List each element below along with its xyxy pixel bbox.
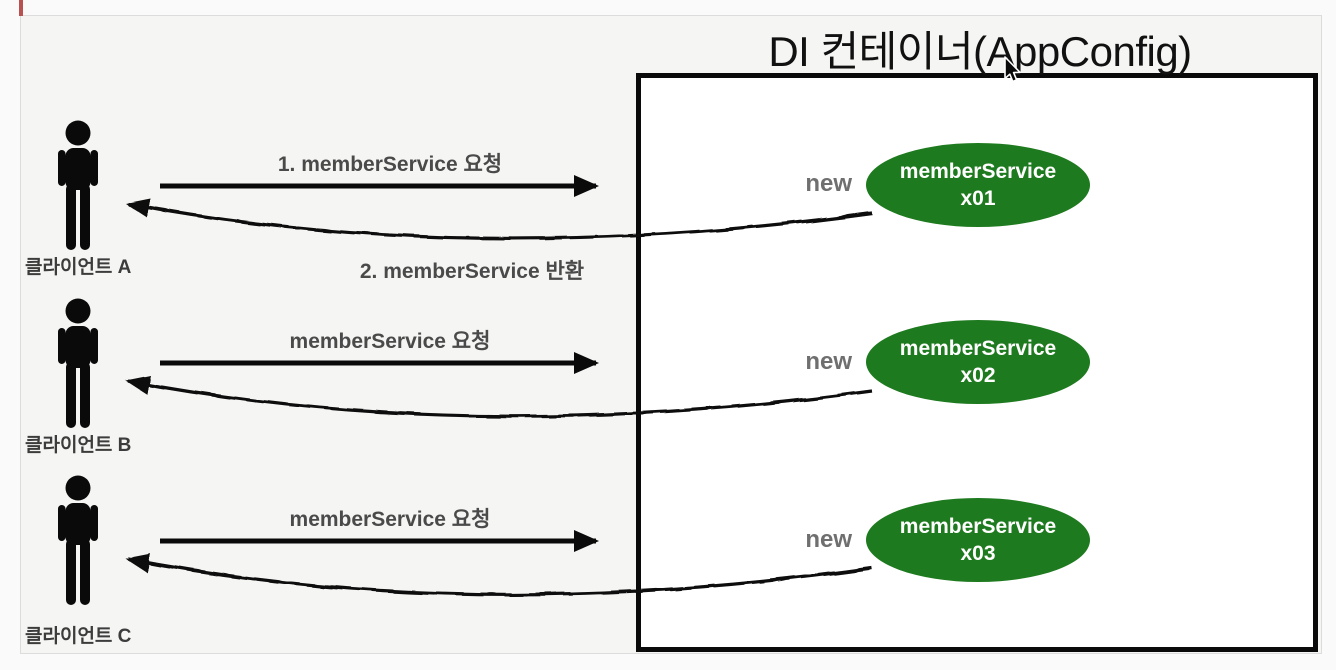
instance-id: x02 [960, 364, 996, 387]
request-label-c: memberService 요청 [289, 508, 491, 531]
member-service-instance-x03: memberService x03 [866, 498, 1090, 582]
instance-name: memberService [899, 515, 1057, 538]
return-arrow-b [125, 375, 873, 418]
client-person-icon-a [58, 120, 98, 250]
client-label-a: 클라이언트 A [25, 257, 132, 278]
request-label-b: memberService 요청 [289, 330, 491, 353]
return-arrow-c [125, 553, 873, 597]
new-keyword-a: new [805, 170, 852, 197]
new-keyword-b: new [805, 348, 852, 375]
client-label-b: 클라이언트 B [25, 435, 132, 456]
instance-name: memberService [899, 337, 1057, 360]
client-person-icon-b [58, 298, 98, 428]
member-service-instance-x01: memberService x01 [866, 143, 1090, 227]
member-service-instance-x02: memberService x02 [866, 320, 1090, 404]
client-person-icon-c [58, 475, 98, 605]
instance-id: x03 [960, 542, 996, 565]
instance-name: memberService [899, 160, 1057, 183]
di-container-title: DI 컨테이너(AppConfig) [768, 28, 1192, 75]
request-label-a: 1. memberService 요청 [277, 153, 503, 176]
return-arrow-a [125, 198, 873, 241]
client-label-c: 클라이언트 C [25, 626, 132, 647]
return-label-a: 2. memberService 반환 [359, 260, 585, 283]
text-caret [19, 0, 23, 16]
instance-id: x01 [960, 187, 996, 210]
new-keyword-c: new [805, 526, 852, 553]
